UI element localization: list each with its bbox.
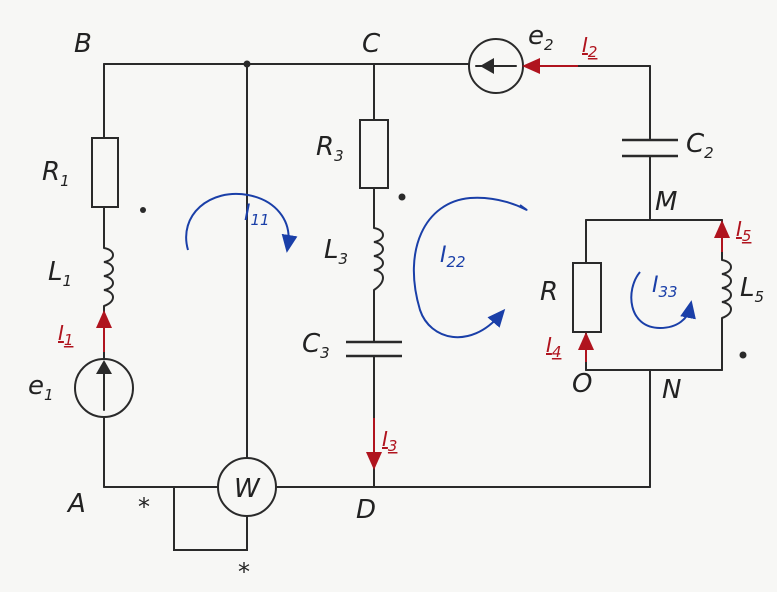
- node-label-b: B: [74, 29, 92, 59]
- loop-arrow-i22: [412, 196, 528, 339]
- current-label-i3: I3: [382, 427, 397, 455]
- label-r1: R1: [42, 157, 70, 190]
- loop-arrow-i33: [630, 271, 696, 330]
- node-label-o: O: [572, 369, 592, 399]
- node-label-a: A: [66, 489, 86, 519]
- label-e2: e2: [528, 21, 554, 54]
- inductor-l3: [373, 227, 384, 291]
- wattmeter-marker-left: *: [138, 493, 150, 521]
- capacitor-c2: [622, 138, 678, 158]
- voltage-source-e1: [74, 358, 134, 418]
- wattmeter-label: W: [234, 474, 261, 504]
- label-l3: L3: [324, 235, 348, 268]
- node-label-d: D: [356, 495, 376, 525]
- wires: [103, 63, 723, 551]
- current-label-i4: I4: [546, 333, 561, 361]
- label-r3: R3: [316, 132, 344, 165]
- label-c2: C2: [686, 129, 714, 162]
- current-label-i1: I1: [58, 321, 73, 349]
- resistor-r: [572, 262, 602, 333]
- loop-label-i11: I11: [244, 201, 270, 229]
- label-l5: L5: [740, 273, 764, 306]
- polarity-dot: [140, 207, 146, 213]
- wattmeter: [217, 457, 277, 517]
- loop-label-i22: I22: [440, 243, 466, 271]
- junction-dot: [243, 60, 251, 68]
- polarity-dot: [398, 193, 406, 201]
- label-l1: L1: [48, 257, 72, 290]
- node-label-n: N: [662, 375, 681, 405]
- node-label-c: C: [362, 29, 381, 59]
- loop-label-i33: I33: [652, 273, 678, 301]
- current-label-i2: I2: [582, 33, 597, 61]
- inductor-l1: [103, 247, 114, 307]
- resistor-r1: [91, 137, 119, 208]
- loop-arrow-i11: [185, 192, 298, 253]
- wattmeter-marker-bottom: *: [238, 558, 250, 586]
- label-r: R: [540, 277, 558, 307]
- node-label-m: M: [655, 187, 677, 217]
- label-e1: e1: [28, 371, 54, 404]
- capacitor-c3: [346, 340, 402, 358]
- label-c3: C3: [302, 329, 330, 362]
- current-label-i5: I5: [736, 217, 751, 245]
- resistor-r3: [359, 119, 389, 189]
- voltage-source-e2: [468, 38, 524, 94]
- polarity-dot: [739, 351, 747, 359]
- inductor-l5: [721, 259, 732, 319]
